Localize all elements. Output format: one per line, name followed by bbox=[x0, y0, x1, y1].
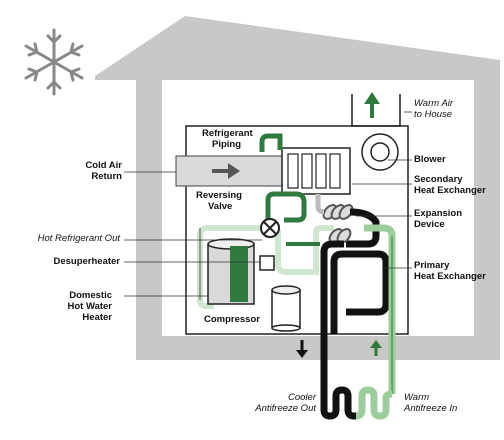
cold-air-return-label: Cold Air Return bbox=[85, 160, 122, 182]
warm-antifreeze-in-label: Warm Antifreeze In bbox=[404, 392, 458, 414]
blower-label: Blower bbox=[414, 154, 446, 165]
blower bbox=[361, 133, 399, 171]
leader-lines bbox=[124, 111, 412, 297]
warm-air-to-house-label: Warm Air to House bbox=[414, 98, 454, 120]
compressor-label: Compressor bbox=[204, 314, 260, 325]
refrigerant-piping bbox=[259, 133, 283, 152]
primary-heat-exchanger-label: Primary Heat Exchanger bbox=[414, 260, 486, 282]
hot-refrigerant-out-label: Hot Refrigerant Out bbox=[37, 233, 120, 244]
reversing-valve-label: Reversing Valve bbox=[196, 190, 242, 212]
domestic-hot-water-heater-label: Domestic Hot Water Heater bbox=[67, 290, 112, 323]
arrow-down-icon bbox=[296, 340, 308, 358]
warm-ground-loop bbox=[355, 386, 393, 420]
arrow-up-icon bbox=[370, 340, 382, 356]
desuperheater-label: Desuperheater bbox=[53, 256, 120, 267]
reversing-valve-icon bbox=[260, 218, 280, 238]
supply-duct bbox=[351, 94, 401, 127]
desuperheater-box bbox=[259, 255, 275, 271]
compressor bbox=[271, 285, 301, 332]
expansion-device-label: Expansion Device bbox=[414, 208, 463, 230]
arrow-up-icon bbox=[364, 92, 380, 118]
snowflake-icon bbox=[24, 28, 84, 96]
arrow-right-icon bbox=[212, 163, 240, 179]
warm-antifreeze-loop bbox=[364, 224, 396, 394]
secondary-heat-exchanger-label: Secondary Heat Exchanger bbox=[414, 174, 486, 196]
cooler-ground-loop bbox=[320, 386, 356, 420]
floor-slab bbox=[136, 336, 500, 360]
expansion-device bbox=[322, 204, 354, 220]
cooler-antifreeze-out-label: Cooler Antifreeze Out bbox=[255, 392, 316, 414]
cooler-antifreeze-loop bbox=[320, 240, 344, 394]
refrigerant-piping-label: Refrigerant Piping bbox=[202, 128, 253, 150]
hot-water-heater-tank bbox=[207, 238, 255, 305]
